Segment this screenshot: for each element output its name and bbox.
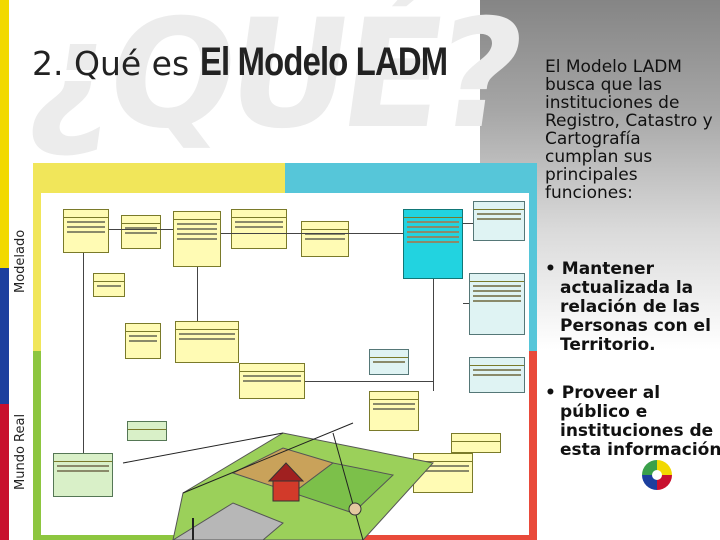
- uml-class-box: [125, 323, 161, 359]
- uml-class-box: [301, 221, 349, 257]
- title-prefix: 2. Qué es: [32, 44, 200, 83]
- uml-class-box-highlight: [403, 209, 463, 279]
- title-bold: El Modelo LADM: [199, 40, 448, 84]
- side-label-modelado: Modelado: [13, 229, 28, 293]
- slide-title: 2. Qué es El Modelo LADM: [32, 40, 501, 85]
- uml-class-box: [451, 433, 501, 453]
- uml-class-box: [239, 363, 305, 399]
- flag-blue-band: [0, 268, 9, 404]
- flag-red-band: [0, 404, 9, 540]
- bullet-item: • Proveer al público e instituciones de …: [545, 383, 720, 460]
- uml-class-box: [173, 211, 221, 267]
- uml-class-box: [63, 209, 109, 253]
- connector-line: [463, 303, 469, 304]
- uml-class-box: [53, 453, 113, 497]
- intro-text: El Modelo LADM busca que las institucion…: [545, 57, 713, 203]
- uml-class-box: [369, 391, 419, 431]
- connector-line: [197, 267, 198, 321]
- connector-line: [83, 253, 84, 453]
- uml-class-box: [231, 209, 287, 249]
- uml-class-box: [175, 321, 239, 363]
- connector-line: [109, 229, 173, 230]
- connector-line: [305, 381, 433, 382]
- uml-class-box: [369, 349, 409, 375]
- connector-line: [221, 233, 403, 234]
- connector-line: [463, 223, 473, 224]
- uml-class-box: [469, 357, 525, 393]
- side-label-mundo-real: Mundo Real: [13, 413, 28, 490]
- uml-class-box: [93, 273, 125, 297]
- ladm-diagram: [33, 163, 537, 540]
- uml-class-box: [473, 201, 525, 241]
- uml-class-box: [127, 421, 167, 441]
- connector-line: [433, 279, 434, 391]
- parcel-illustration: [122, 422, 434, 540]
- bullet-item: • Mantener actualizada la relación de la…: [545, 259, 711, 355]
- uml-class-box: [469, 273, 525, 335]
- uml-class-box: [121, 215, 161, 249]
- colored-pinwheel-logo: [642, 460, 672, 490]
- flag-yellow-band: [0, 0, 9, 268]
